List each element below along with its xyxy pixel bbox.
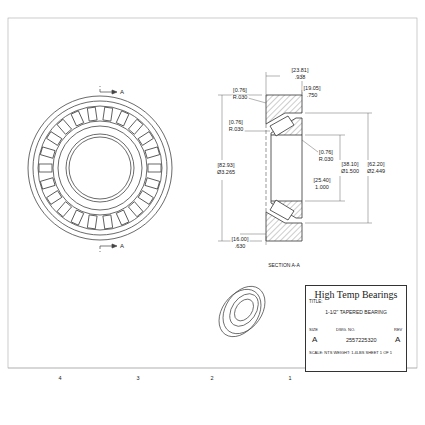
roller [145, 178, 160, 189]
dimension-text: Ø1.500 [340, 169, 360, 175]
roller [40, 178, 55, 189]
roller [103, 107, 113, 121]
dimension-text: R.030 [228, 127, 245, 133]
roller [87, 107, 97, 121]
dimension-text: [16.00] [231, 237, 250, 243]
dimension-text: Ø2.449 [366, 169, 386, 175]
zone-number: 2 [209, 376, 214, 382]
title-block-text: 2557225320 [346, 338, 377, 344]
section-view [266, 95, 302, 241]
roller [57, 202, 72, 217]
dimension-text: 1.000 [314, 185, 330, 191]
title-block-text: A [395, 336, 400, 344]
title-block-text: 1-1/2" TAPERED BEARING [306, 310, 406, 315]
title-block-text: SCALE: NTS WEIGHT: 1.4LBS SHEET 1 OF 1 [309, 351, 392, 355]
title-block-text: REV [394, 328, 402, 332]
roller [71, 210, 84, 225]
section-letter: A [119, 89, 125, 95]
company-name: High Temp Bearings [306, 290, 406, 300]
dimension-text: [82.93] [217, 163, 236, 169]
zone-number: 3 [135, 376, 140, 382]
title-block: High Temp BearingsTITLE: 1-1/2" TAPERED B… [305, 285, 407, 372]
dimension-text: .938 [294, 75, 307, 81]
dimension-text: [38.10] [341, 162, 360, 168]
zone-number: 1 [287, 376, 292, 382]
dimension-text: [25.40] [313, 178, 332, 184]
roller [138, 132, 153, 146]
dimension-text: R.030 [318, 157, 335, 163]
section-arrows [100, 86, 117, 252]
dimension-lines [218, 70, 372, 245]
dimension-text: [0.76] [232, 88, 248, 94]
dimension-text: [62.20] [367, 162, 386, 168]
roller [71, 111, 84, 126]
roller [128, 202, 143, 217]
roller [87, 215, 97, 229]
roller [116, 111, 129, 126]
dimension-text: [19.05] [303, 86, 322, 92]
title-block-text: SIZE [309, 328, 318, 332]
roller [116, 210, 129, 225]
roller [103, 215, 113, 229]
dimension-text: .630 [234, 244, 247, 250]
title-block-text: A [312, 336, 317, 344]
roller [39, 164, 52, 172]
roller [47, 132, 62, 146]
dimension-text: [0.76] [318, 150, 334, 156]
iso-view [210, 278, 273, 344]
dimension-text: [23.81] [291, 68, 310, 74]
dimension-text: .750 [306, 93, 319, 99]
roller [128, 119, 143, 134]
roller [40, 147, 55, 158]
dimension-text: Ø3.265 [216, 170, 236, 176]
dimension-text: [0.76] [228, 120, 244, 126]
title-block-text: TITLE: [309, 300, 323, 305]
roller [57, 119, 72, 134]
section-letter: A [119, 243, 125, 249]
zone-number: 4 [57, 376, 62, 382]
view-label: SECTION A-A [267, 263, 301, 268]
roller [47, 191, 62, 205]
front-view [28, 96, 172, 240]
title-block-text: DWG. NO. [336, 328, 355, 332]
roller [145, 147, 160, 158]
dimension-text: R.030 [232, 95, 249, 101]
roller [138, 191, 153, 205]
roller [148, 164, 161, 172]
